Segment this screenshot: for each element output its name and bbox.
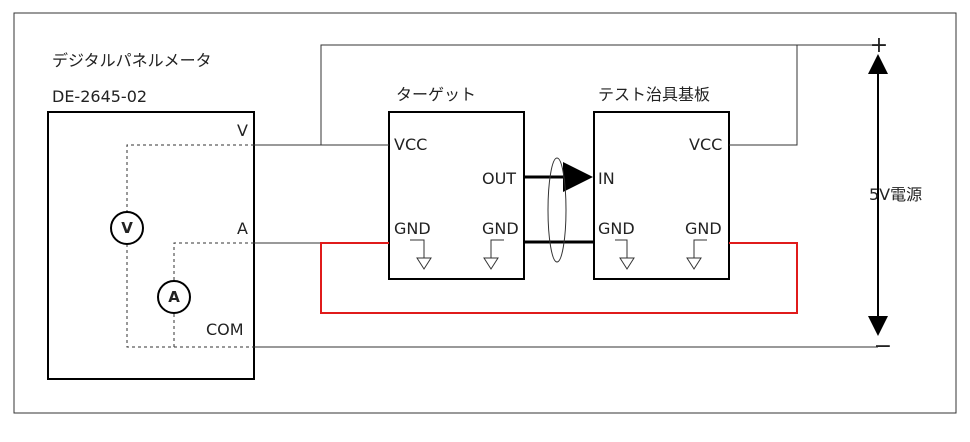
panel-meter-model: DE-2645-02: [52, 87, 147, 106]
fixture-pin-gnd-left: GND: [598, 219, 635, 238]
voltmeter-symbol: V: [110, 211, 144, 245]
svg-text:A: A: [168, 288, 180, 306]
cable-bundle-ellipse: [547, 157, 567, 263]
fixture-box: [593, 111, 730, 280]
fixture-pin-in: IN: [598, 169, 615, 188]
wire-gnd-loop: [320, 242, 798, 314]
meter-internal-wiring: [126, 144, 254, 348]
power-supply-plus: +: [870, 33, 888, 58]
outer-frame: [13, 12, 957, 414]
panel-meter-pin-com: COM: [206, 320, 244, 339]
panel-meter-box: [47, 111, 255, 380]
target-pin-gnd-left: GND: [394, 219, 431, 238]
fixture-title: テスト治具基板: [598, 85, 710, 104]
ground-symbols: [410, 239, 707, 270]
target-box: [388, 111, 525, 280]
wire-fixture-vcc: [729, 45, 798, 146]
target-pin-out: OUT: [482, 169, 516, 188]
svg-text:V: V: [121, 219, 133, 237]
target-pin-vcc: VCC: [394, 135, 427, 154]
fixture-pin-vcc: VCC: [689, 135, 722, 154]
fixture-pin-gnd-right: GND: [685, 219, 722, 238]
target-pin-gnd-right: GND: [482, 219, 519, 238]
target-title: ターゲット: [396, 85, 476, 104]
ammeter-symbol: A: [157, 280, 191, 314]
power-supply-label: 5V電源: [869, 185, 922, 204]
panel-meter-name: デジタルパネルメータ: [52, 51, 212, 70]
power-supply-minus: −: [874, 334, 892, 359]
wire-plus-rail: [320, 44, 878, 145]
panel-meter-pin-v: V: [237, 121, 248, 140]
panel-meter-pin-a: A: [237, 219, 248, 238]
